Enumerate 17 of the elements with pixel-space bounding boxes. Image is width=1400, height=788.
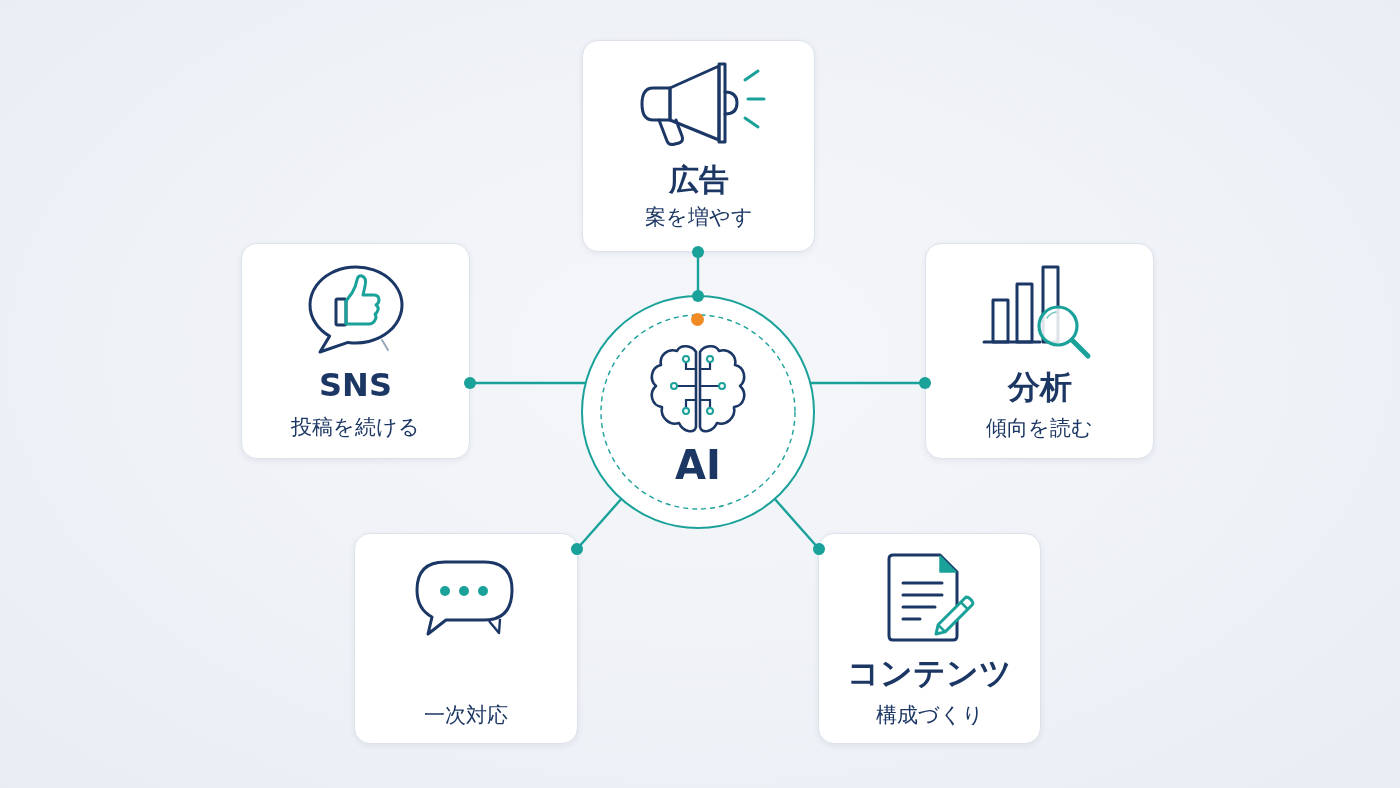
connector-line [810, 377, 931, 389]
node-title: SNS [319, 364, 392, 405]
node-subtitle: 投稿を続ける [291, 414, 420, 441]
card [241, 243, 470, 459]
connector-line [464, 377, 586, 389]
node-subtitle: 構成づくり [875, 702, 984, 729]
node-title: 分析 [1007, 366, 1072, 407]
card [354, 533, 578, 744]
card [582, 40, 815, 252]
node-title: 広告 [668, 160, 729, 199]
hub-label: AI [675, 440, 721, 490]
node-subtitle: 傾向を読む [986, 415, 1093, 442]
card [925, 243, 1154, 459]
node-subtitle: 一次対応 [424, 702, 508, 729]
node-title: コンテンツ [847, 652, 1012, 693]
node-subtitle: 案を増やす [644, 204, 753, 231]
card [818, 533, 1041, 744]
